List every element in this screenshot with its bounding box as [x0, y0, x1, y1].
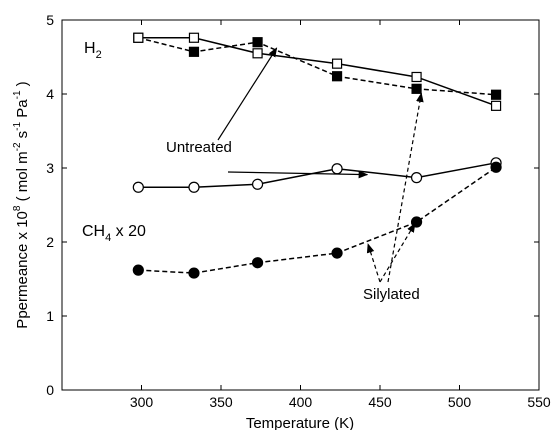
y-tick-label: 3 [46, 160, 54, 176]
data-point [331, 163, 343, 175]
y-tick-label: 4 [46, 86, 54, 102]
data-point [188, 181, 200, 193]
data-point [133, 32, 144, 43]
x-tick-label: 550 [527, 394, 551, 410]
data-point [188, 46, 200, 57]
x-tick-label: 400 [289, 394, 313, 410]
x-tick-label: 300 [130, 394, 154, 410]
plot-frame [61, 19, 540, 391]
data-point [411, 83, 422, 94]
series-line [138, 162, 497, 188]
x-tick-label: 500 [448, 394, 472, 410]
y-tick-label: 1 [46, 308, 54, 324]
annotation-arrow [366, 243, 381, 283]
data-point [490, 161, 502, 173]
annotation-arrows [217, 47, 424, 283]
silylated-label: Silylated [363, 286, 420, 303]
untreated-label: Untreated [166, 139, 232, 156]
y-tick-label: 5 [46, 12, 54, 28]
annotation-arrow [387, 92, 424, 283]
data-point [410, 216, 423, 228]
y-tick-label: 0 [46, 382, 54, 398]
data-point [132, 181, 144, 193]
ch4-label: CH4 x 20 [82, 223, 146, 244]
data-point [252, 48, 263, 59]
data-point [490, 100, 502, 111]
data-point [132, 264, 144, 276]
series-line [138, 166, 497, 274]
data-point [188, 267, 200, 279]
annotation-arrow [379, 222, 416, 283]
data-point [331, 71, 343, 82]
data-point [251, 178, 264, 190]
x-tick-label: 450 [368, 394, 392, 410]
y-axis-label: Ppermeance x 108 ( mol m-2 s-1 Pa-1 ) [12, 81, 31, 328]
data-point [188, 32, 200, 43]
h2-label: H2 [84, 40, 102, 61]
x-tick-label: 350 [209, 394, 233, 410]
data-series [132, 32, 502, 279]
data-point [252, 37, 263, 48]
annotation-arrow [217, 47, 278, 141]
data-point [410, 172, 423, 184]
data-point [251, 257, 264, 269]
x-axis-label: Temperature (K) [246, 415, 354, 430]
series-line [138, 37, 497, 107]
y-tick-label: 2 [46, 234, 54, 250]
data-point [331, 58, 343, 69]
data-point [490, 89, 502, 100]
data-point [331, 247, 343, 259]
axis-ticks: 300 350 400 450 500 550 0 1 2 3 4 5 [46, 12, 551, 410]
data-point [411, 71, 422, 83]
annotation-arrow [227, 170, 369, 179]
